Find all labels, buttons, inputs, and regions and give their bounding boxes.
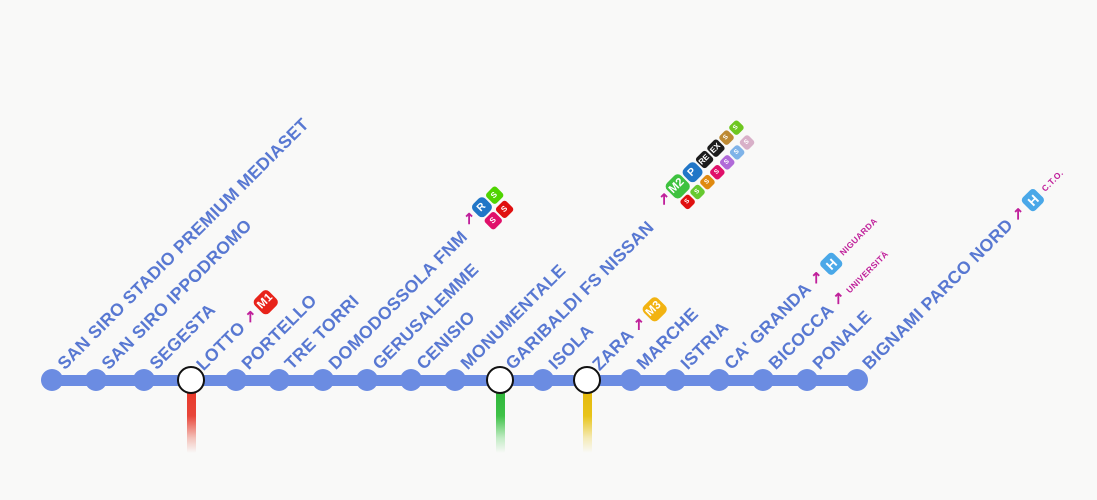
branch-stub-m3 (582, 393, 592, 453)
station-dot-monumentale[interactable] (444, 369, 466, 391)
station-dot-gerusalemme[interactable] (356, 369, 378, 391)
station-dot-cenisio[interactable] (400, 369, 422, 391)
station-dot-garibaldi-fs-nissan[interactable] (486, 366, 514, 394)
station-name-text: BIGNAMI PARCO NORD (858, 214, 1018, 374)
branch-stub-m2 (495, 393, 505, 453)
station-dot-isola[interactable] (532, 369, 554, 391)
station-dot-marche[interactable] (620, 369, 642, 391)
interchange-arrow-icon: ↗ (1007, 203, 1029, 225)
interchange-arrow-icon: ↗ (828, 288, 850, 310)
station-dot-segesta[interactable] (133, 369, 155, 391)
m3-line-badge[interactable]: M3 (640, 295, 669, 324)
station-dot-bicocca[interactable] (752, 369, 774, 391)
badge-row-spacer (478, 227, 487, 236)
station-dot-ponale[interactable] (796, 369, 818, 391)
badge-row-spacer (673, 208, 682, 217)
station-dot-istria[interactable] (664, 369, 686, 391)
station-dot-san-siro-stadio[interactable] (41, 369, 63, 391)
station-dot-bignami-parco-nord[interactable] (846, 369, 868, 391)
station-dot-zara[interactable] (573, 366, 601, 394)
m1-line-badge[interactable]: M1 (251, 287, 281, 317)
station-dot-domodossola-fnm[interactable] (312, 369, 334, 391)
station-dot-portello[interactable] (225, 369, 247, 391)
interchange-arrow-icon: ↗ (239, 305, 261, 327)
station-dot-lotto[interactable] (177, 366, 205, 394)
interchange-note-text: C.T.O. (1039, 167, 1066, 194)
station-dot-san-siro-ippodromo[interactable] (85, 369, 107, 391)
station-dot-tre-torri[interactable] (268, 369, 290, 391)
hospital-icon[interactable]: H (1020, 187, 1046, 213)
hospital-icon[interactable]: H (818, 251, 844, 277)
interchange-arrow-icon: ↗ (628, 313, 650, 335)
interchange-arrow-icon: ↗ (805, 266, 827, 289)
interchange-note-text: NIGUARDA (837, 215, 880, 258)
station-dot-ca-granda[interactable] (708, 369, 730, 391)
branch-stub-m1 (186, 393, 196, 453)
